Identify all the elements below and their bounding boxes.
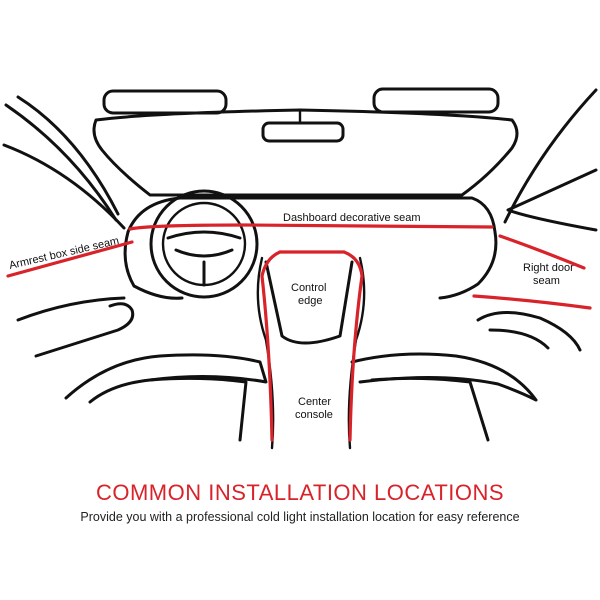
windshield-frame	[92, 108, 519, 197]
label-right-door-line1: Right door	[523, 262, 574, 274]
dashboard-lower-right	[438, 230, 498, 300]
left-sun-visor	[102, 89, 228, 115]
console-side-left	[256, 256, 275, 450]
left-seat-base	[148, 376, 248, 442]
right-seat	[350, 352, 538, 402]
headline: COMMON INSTALLATION LOCATIONS	[95, 480, 505, 505]
steering-wheel-rim	[149, 189, 259, 299]
label-armrest-seam: Armrest box side seam	[8, 235, 120, 272]
console-right-seam-line	[342, 250, 364, 442]
right-sun-visor	[372, 87, 500, 114]
right-door-upper-seam-line	[498, 234, 586, 270]
console-left-seam-line	[260, 250, 282, 442]
rear-view-mirror	[261, 121, 345, 143]
label-control-line1: Control	[291, 282, 326, 294]
armrest-seam-line	[6, 240, 134, 278]
installation-seams	[6, 223, 592, 442]
left-door-panel	[16, 296, 135, 358]
dashboard-lower-left	[123, 230, 184, 300]
label-control-line2: edge	[298, 295, 322, 307]
center-stack-frame	[264, 260, 354, 345]
label-console-line2: console	[295, 409, 333, 421]
right-door-panel	[476, 310, 582, 352]
subline: Provide you with a professional cold lig…	[80, 510, 520, 524]
car-outline	[2, 87, 598, 450]
dashboard-seam-line	[128, 223, 494, 231]
label-dashboard-seam: Dashboard decorative seam	[283, 212, 421, 224]
left-a-pillar	[2, 143, 126, 230]
left-window-outer	[4, 103, 118, 222]
steering-wheel-hub	[166, 230, 242, 287]
right-window-edge	[506, 168, 598, 232]
right-seat-base	[370, 376, 490, 442]
right-door-lower-seam-line	[472, 294, 592, 310]
right-a-pillar	[503, 88, 598, 224]
label-right-door-line2: seam	[533, 275, 560, 287]
left-window-inner	[16, 95, 120, 216]
left-seat	[64, 353, 268, 404]
label-console-line1: Center	[298, 396, 331, 408]
